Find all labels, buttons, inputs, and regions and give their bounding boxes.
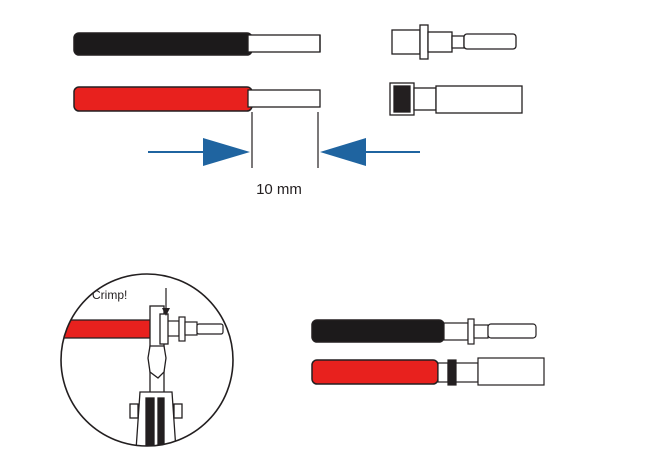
strip-length-label: 10 mm <box>256 181 302 198</box>
female-terminal-contact <box>389 82 523 116</box>
stripped-red-wire <box>73 86 321 112</box>
contact-pin <box>164 316 224 342</box>
assembled-red-wire <box>311 357 545 386</box>
male-terminal-contact <box>391 24 517 60</box>
crimping-tool <box>129 305 183 446</box>
crimp-pointer-arrow-icon <box>162 308 170 316</box>
stripped-black-wire <box>73 32 321 56</box>
right-dimension-arrow-icon <box>320 138 366 166</box>
crimp-magnifier <box>60 273 234 447</box>
magnifier-circle <box>60 273 234 447</box>
left-dimension-arrow-icon <box>203 138 250 166</box>
crimp-callout-label: Crimp! <box>92 288 127 302</box>
dimension-marker <box>148 112 420 168</box>
assembled-black-wire <box>311 318 537 345</box>
